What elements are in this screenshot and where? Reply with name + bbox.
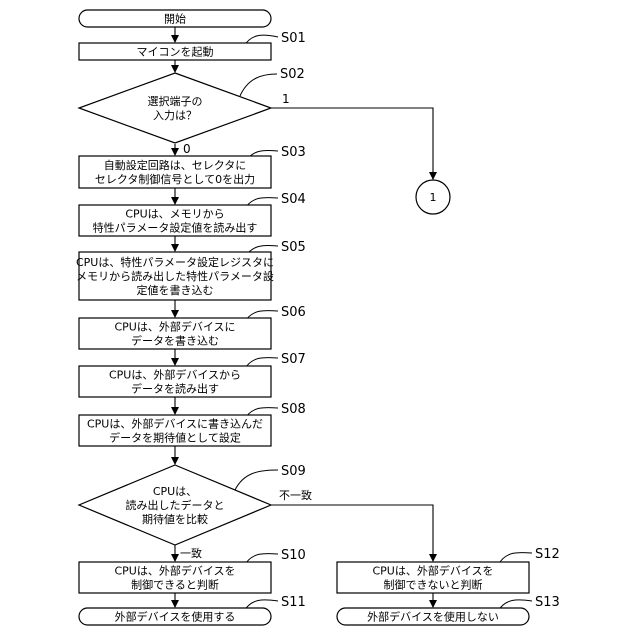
step-numbers: S01 S02 S03 S04 S05 S06 S07 S08 S09 S10 … [280, 31, 560, 610]
label-line: マイコンを起動 [137, 45, 214, 59]
label-line: CPUは、 [153, 485, 197, 498]
label-line: CPUは、特性パラメータ設定レジスタに [76, 255, 274, 269]
label-line: 制御できないと判断 [384, 578, 483, 592]
label-line: 特性パラメータ設定値を読み出す [93, 221, 258, 235]
step-s13-label: 外部デバイスを使用しない [367, 610, 499, 624]
label-line: セレクタ制御信号として0を出力 [95, 172, 255, 186]
label-line: 開始 [164, 12, 186, 26]
step-number-s13: S13 [535, 595, 560, 610]
label-line: メモリから読み出した特性パラメータ設 [76, 269, 274, 283]
step-number-s04: S04 [281, 192, 306, 207]
label-line: CPUは、外部デバイスに書き込んだ [87, 417, 263, 431]
label-line: 外部デバイスを使用する [115, 610, 236, 624]
step-number-s03: S03 [281, 145, 306, 160]
label-line: 外部デバイスを使用しない [367, 610, 499, 624]
step-number-s08: S08 [281, 402, 306, 417]
start-label: 開始 [164, 12, 186, 26]
label-line: 制御できると判断 [131, 578, 219, 592]
step-leaders [235, 35, 532, 611]
label-line: 入力は？ [153, 109, 197, 122]
step-number-s02: S02 [280, 67, 305, 82]
label-line: 自動設定回路は、セレクタに [104, 158, 247, 172]
s02-branch-0-label: 0 [183, 142, 191, 156]
step-number-s11: S11 [281, 595, 306, 610]
label-line: CPUは、外部デバイスから [109, 368, 241, 382]
s09-match-label: 一致 [180, 546, 202, 560]
connector-label: 1 [430, 191, 437, 204]
step-number-s10: S10 [281, 548, 306, 563]
label-line: 読み出したデータと [126, 498, 225, 512]
step-number-s09: S09 [281, 464, 306, 479]
label-line: 定値を書き込む [137, 283, 214, 297]
step-number-s12: S12 [535, 547, 560, 562]
s02-branch-1-label: 1 [282, 92, 290, 106]
label-line: データを書き込む [131, 334, 219, 348]
label-line: データを読み出す [131, 382, 219, 396]
step-s11-label: 外部デバイスを使用する [115, 610, 236, 624]
step-s02-decision [79, 73, 271, 143]
label-line: 1 [430, 191, 437, 204]
label-line: CPUは、外部デバイスに [114, 320, 235, 334]
step-number-s07: S07 [281, 352, 306, 367]
label-line: データを期待値として設定 [109, 431, 241, 445]
label-line: CPUは、外部デバイスを [372, 564, 493, 578]
label-line: CPUは、外部デバイスを [114, 564, 235, 578]
step-s01-label: マイコンを起動 [137, 45, 214, 59]
step-number-s05: S05 [281, 240, 306, 255]
step-number-s01: S01 [281, 31, 306, 46]
s09-mismatch-label: 不一致 [279, 488, 312, 502]
label-line: 期待値を比較 [142, 512, 208, 526]
step-number-s06: S06 [281, 305, 306, 320]
label-line: 選択端子の [148, 94, 203, 108]
label-line: CPUは、メモリから [125, 208, 224, 221]
